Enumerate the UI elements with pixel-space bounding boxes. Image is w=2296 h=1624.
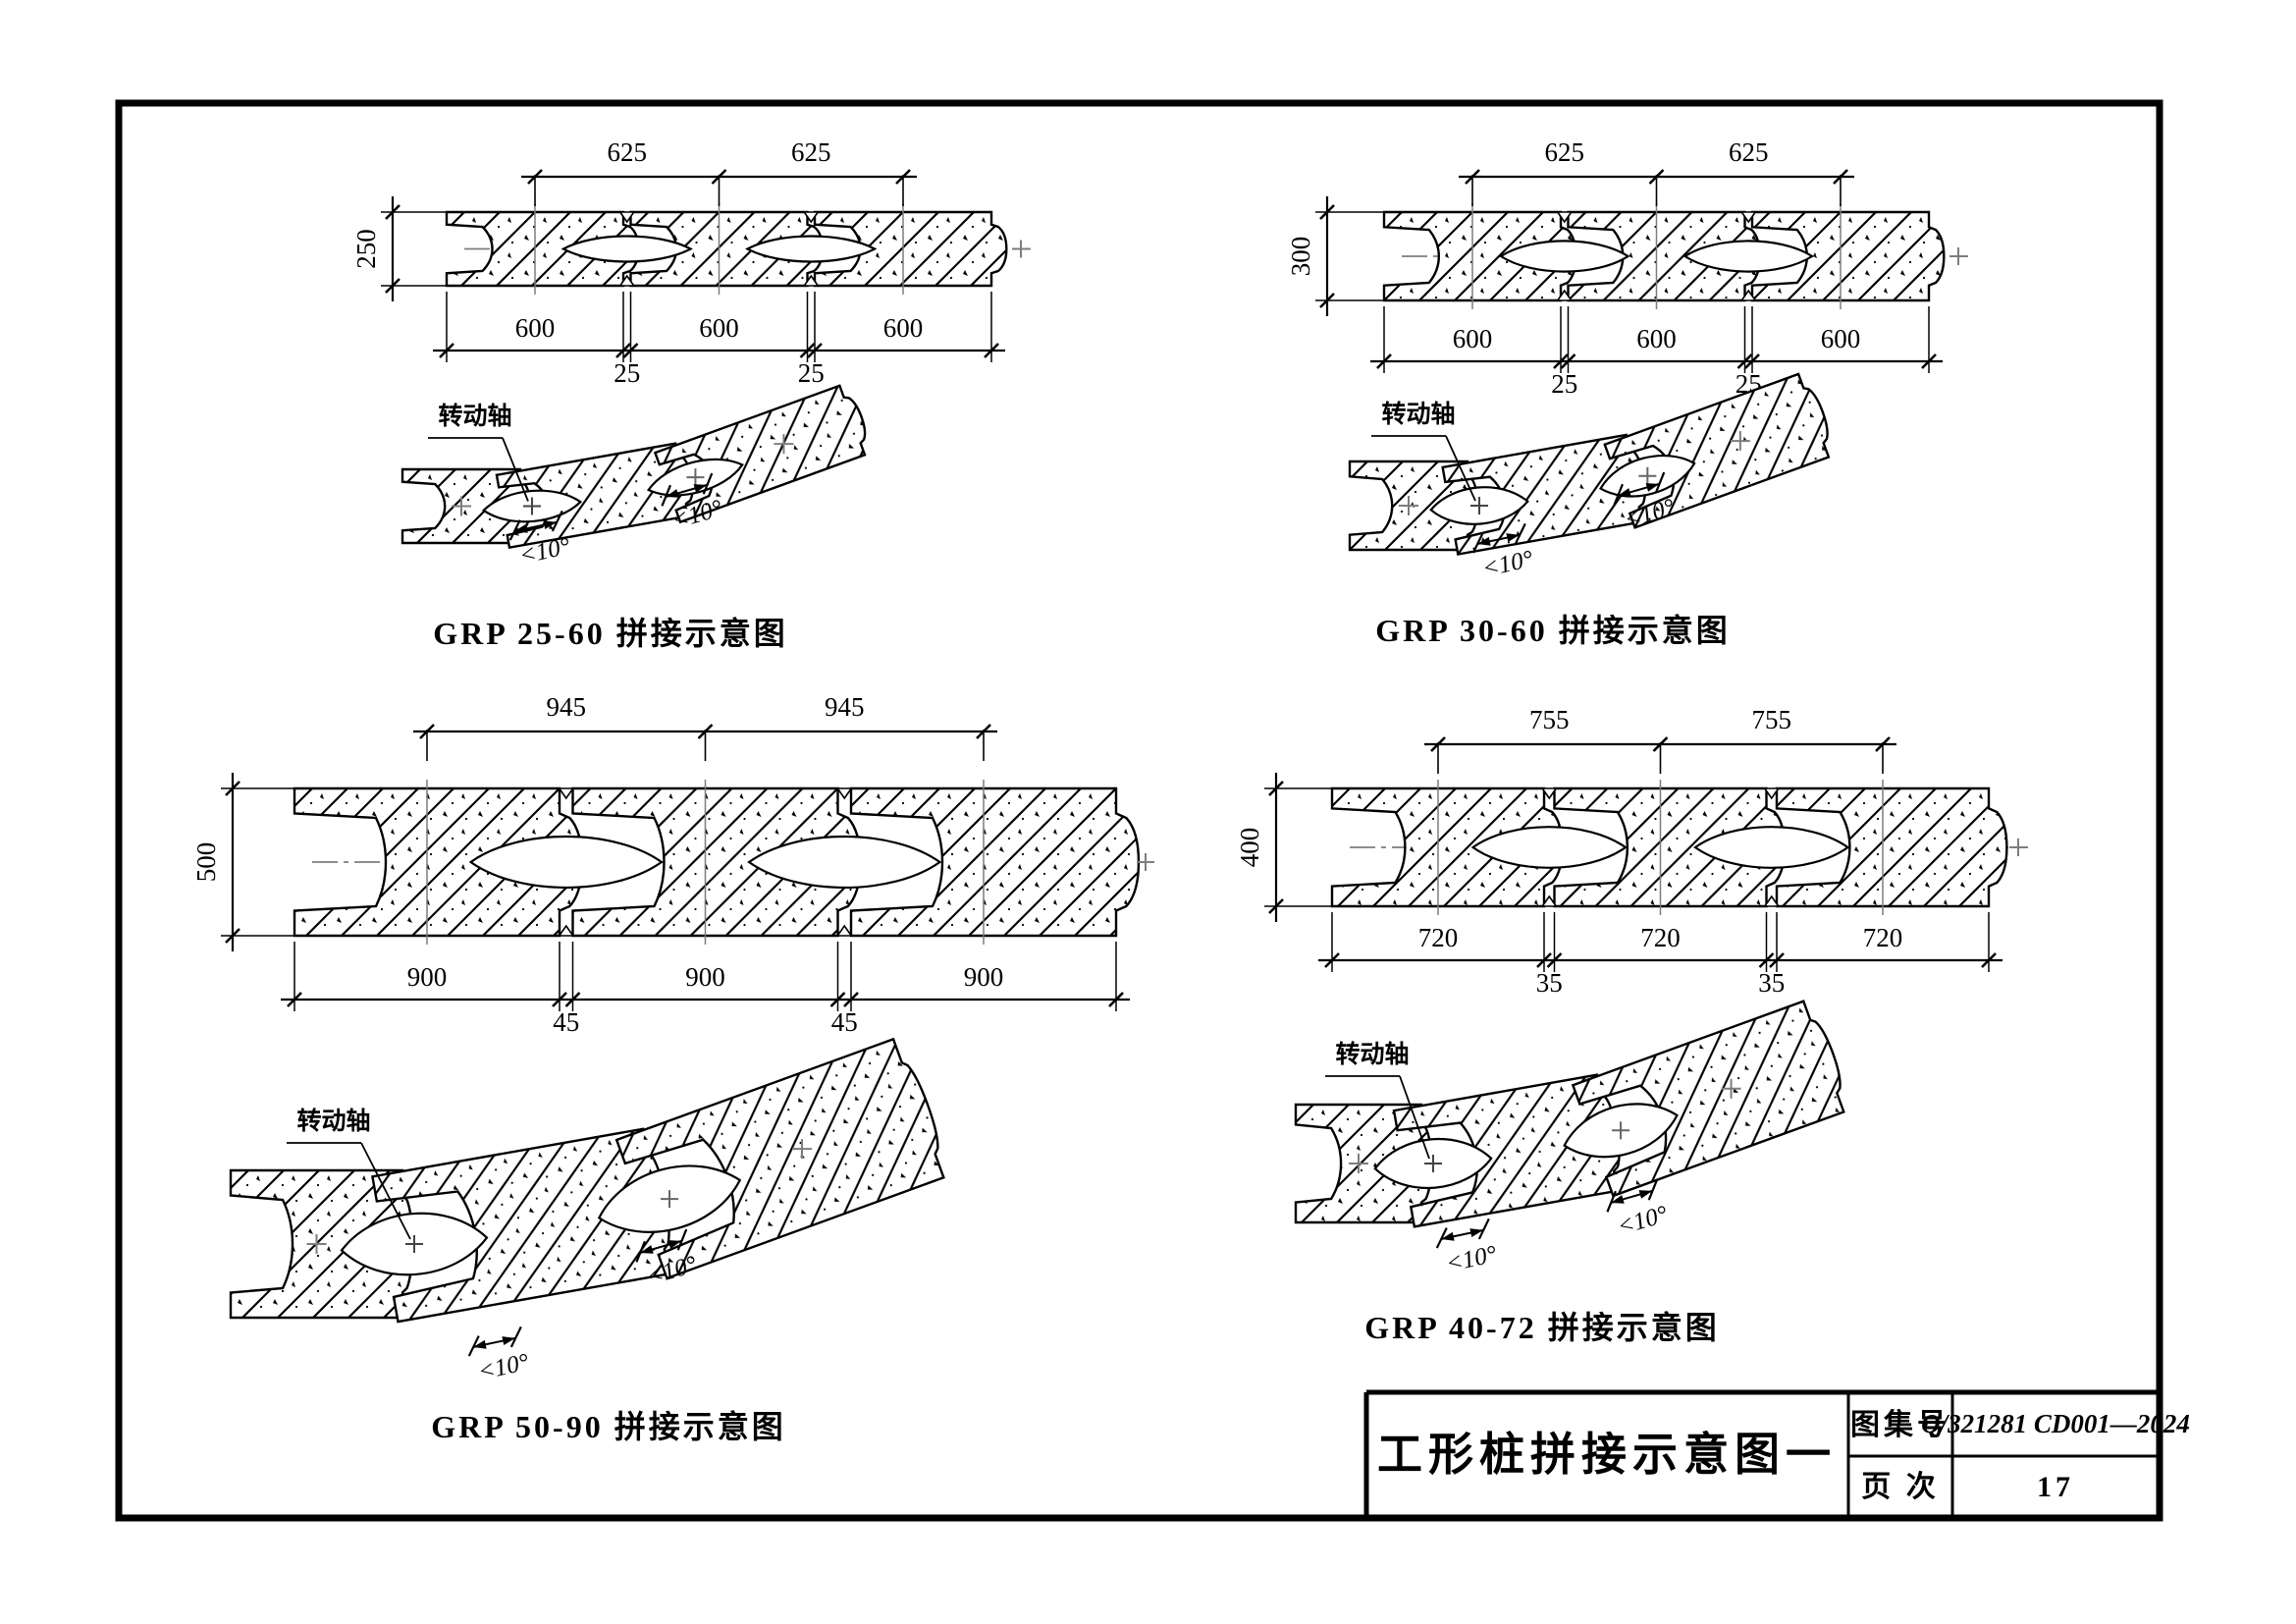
joint-lens xyxy=(745,235,878,263)
angle-annotation: <10° xyxy=(1435,1218,1499,1277)
dim-label: 45 xyxy=(553,1007,579,1037)
joint-lens xyxy=(747,836,942,889)
sheet-title: 工形桩拼接示意图一 xyxy=(1377,1430,1837,1480)
diagram-3: 755 755 400 720 720 720 35 35 转动轴 <10° <10° GRP 40-… xyxy=(1235,705,2028,1345)
dim-label: 625 xyxy=(1545,137,1585,167)
joint-lens xyxy=(1682,240,1815,273)
dim-label: 900 xyxy=(407,962,448,992)
dim-label: 45 xyxy=(831,1007,858,1037)
joint-lens xyxy=(1470,826,1628,869)
angle-annotation: <10° xyxy=(467,1326,531,1385)
dim-label: 25 xyxy=(798,358,825,388)
dim-label: 600 xyxy=(1636,324,1677,353)
dim-label: 720 xyxy=(1418,923,1459,952)
joint-lens xyxy=(468,836,664,889)
dim-label: 35 xyxy=(1536,968,1563,998)
dim-label: 600 xyxy=(883,313,924,343)
page-no-value: 17 xyxy=(2037,1471,2074,1503)
rotation-axis-label: 转动轴 xyxy=(296,1107,370,1135)
dim-label: 900 xyxy=(964,962,1004,992)
dim-label: <10° xyxy=(1480,546,1535,582)
dim-label: <10° xyxy=(476,1349,531,1385)
dim-label: <10° xyxy=(1444,1241,1499,1277)
joint-lens xyxy=(1498,240,1630,273)
joint-lens xyxy=(561,235,693,263)
row-view: 625 625 250 600 600 600 25 25 xyxy=(351,137,1031,388)
row-view: 755 755 400 720 720 720 35 35 xyxy=(1235,705,2028,998)
dim-label: 600 xyxy=(1821,324,1861,353)
dim-label: 755 xyxy=(1752,705,1792,734)
dim-label: 35 xyxy=(1758,968,1785,998)
diagram-caption: GRP 50-90 拼接示意图 xyxy=(431,1409,785,1444)
diagram-caption: GRP 40-72 拼接示意图 xyxy=(1364,1310,1719,1345)
pile-section xyxy=(813,210,1008,288)
dim-label: 600 xyxy=(1453,324,1493,353)
atlas-no-value: Q/321281 CD001—2024 xyxy=(1921,1409,2190,1438)
page-no-label: 页 次 xyxy=(1861,1471,1940,1503)
dim-label: 25 xyxy=(1551,369,1577,399)
dim-label: 900 xyxy=(685,962,725,992)
splice-view: 转动轴<10°<10° xyxy=(400,384,867,569)
diagram-caption: GRP 30-60 拼接示意图 xyxy=(1375,613,1730,648)
dim-label: 755 xyxy=(1529,705,1570,734)
title-block: 工形桩拼接示意图一 图集号 Q/321281 CD001—2024 页 次 17 xyxy=(1363,1389,2190,1516)
dim-label: 400 xyxy=(1235,828,1264,868)
dim-label: 250 xyxy=(351,229,381,269)
pile-section xyxy=(849,786,1141,938)
dim-label: 600 xyxy=(515,313,556,343)
dim-label: 720 xyxy=(1640,923,1681,952)
splice-view: 转动轴<10°<10° xyxy=(229,1037,945,1385)
page-border xyxy=(115,99,2163,1522)
dim-label: <10° xyxy=(1615,1201,1671,1240)
joint-lens xyxy=(1693,826,1850,869)
pile-section xyxy=(1750,210,1946,302)
rotation-axis-label: 转动轴 xyxy=(1381,400,1455,428)
splice-view: 转动轴 <10° <10° xyxy=(1294,1000,1845,1277)
dim-label: 600 xyxy=(699,313,739,343)
dim-label: 625 xyxy=(1729,137,1769,167)
dim-label: 945 xyxy=(825,692,865,722)
dim-label: 625 xyxy=(608,137,648,167)
dim-label: 500 xyxy=(191,842,221,883)
dim-label: 720 xyxy=(1863,923,1903,952)
pile-section xyxy=(1775,786,2008,908)
dim-label: 945 xyxy=(547,692,587,722)
atlas-no-label: 图集号 xyxy=(1850,1409,1950,1441)
rotation-axis-label: 转动轴 xyxy=(438,402,511,430)
splice-view: 转动轴<10°<10° xyxy=(1348,372,1831,582)
diagram-caption: GRP 25-60 拼接示意图 xyxy=(433,616,787,651)
dim-label: 25 xyxy=(614,358,640,388)
dim-label: 625 xyxy=(791,137,831,167)
row-view: 945 945 500 900 900 900 45 45 xyxy=(191,692,1155,1037)
dim-label: 300 xyxy=(1286,237,1315,277)
rotation-axis-label: 转动轴 xyxy=(1335,1040,1409,1068)
